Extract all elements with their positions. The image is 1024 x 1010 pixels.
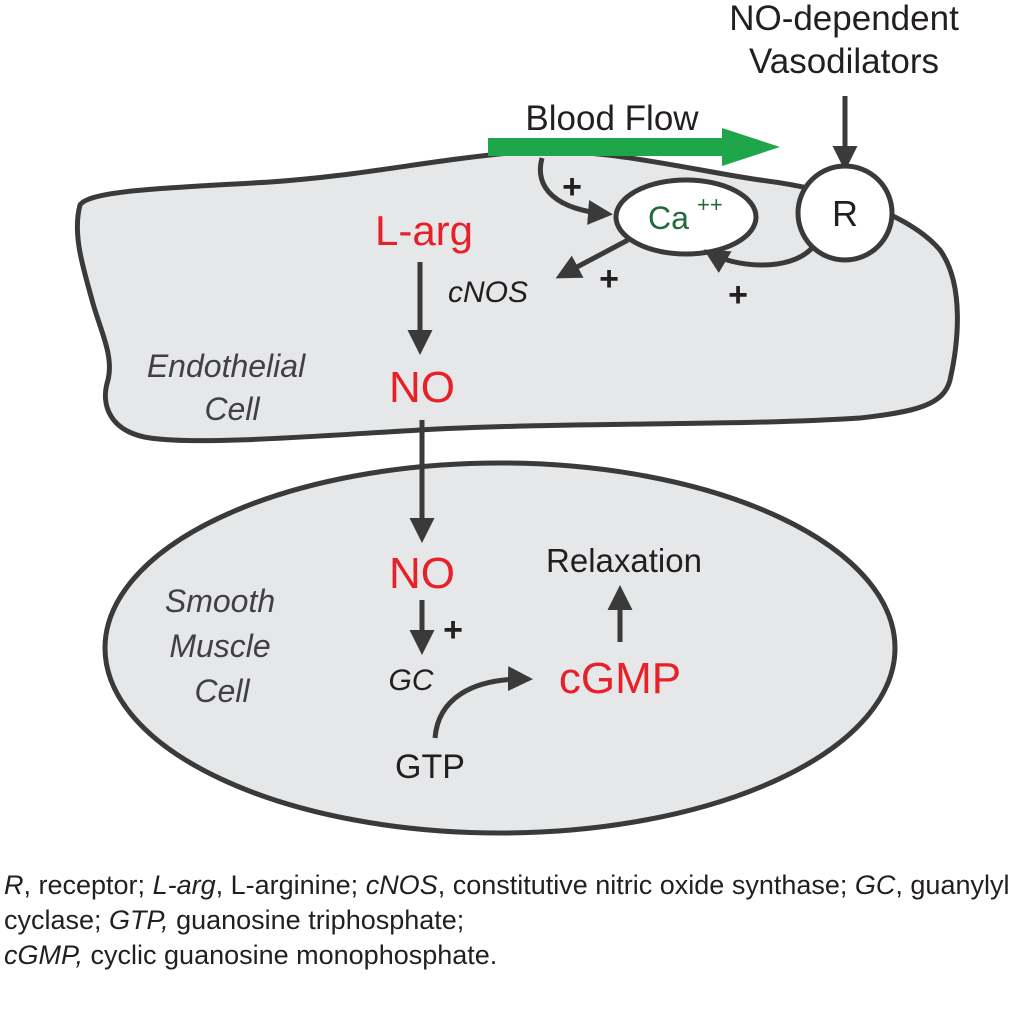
l-arg-label: L-arg bbox=[375, 207, 473, 254]
gc-label: GC bbox=[389, 664, 434, 697]
plus-no-gc: + bbox=[443, 611, 463, 649]
blood-flow-label: Blood Flow bbox=[525, 99, 699, 138]
endothelial-cell-label-line1: Endothelial bbox=[147, 348, 306, 384]
relaxation-label: Relaxation bbox=[546, 542, 702, 579]
plus-calcium-cnos: + bbox=[599, 260, 619, 298]
gtp-to-cgmp-arrow bbox=[432, 666, 533, 739]
plus-receptor-calcium: + bbox=[728, 276, 748, 314]
receptor-to-calcium-arrow bbox=[703, 246, 814, 273]
endothelial-cell-label-line2: Cell bbox=[204, 391, 260, 427]
caption-definition: , constitutive nitric oxide synthase; bbox=[437, 870, 855, 900]
smooth-muscle-label-line1: Smooth bbox=[165, 583, 275, 619]
vasodilators-label-line1: NO-dependent bbox=[729, 0, 959, 38]
smooth-muscle-label-line2: Muscle bbox=[169, 628, 270, 664]
caption-term: cGMP, bbox=[4, 940, 84, 970]
plus-flow-calcium: + bbox=[562, 168, 582, 206]
caption-definition: , guanylyl cyclase; bbox=[4, 870, 1010, 935]
no-signaling-diagram: NO-dependent Vasodilators Blood Flow R C… bbox=[74, 0, 960, 836]
cnos-label: cNOS bbox=[448, 276, 528, 309]
caption-term: GC bbox=[854, 870, 896, 900]
flow-to-calcium-arrow bbox=[538, 157, 613, 225]
receptor-circle bbox=[795, 163, 895, 263]
caption-definition: guanosine triphosphate; bbox=[168, 905, 465, 935]
calcium-ellipse bbox=[613, 177, 759, 257]
vasodilators-label-line2: Vasodilators bbox=[749, 42, 939, 81]
calcium-label: Ca bbox=[648, 200, 689, 236]
cgmp-label: cGMP bbox=[559, 654, 681, 703]
calcium-charge-label: ++ bbox=[697, 192, 723, 217]
caption-term: R bbox=[4, 870, 24, 900]
smooth-muscle-label-line3: Cell bbox=[194, 673, 250, 709]
caption-term: GTP, bbox=[109, 905, 169, 935]
figure-caption: R, receptor; L-arg, L-arginine; cNOS, co… bbox=[4, 868, 1014, 973]
no-endothelial-label: NO bbox=[389, 363, 455, 412]
caption-definition: cyclic guanosine monophosphate. bbox=[83, 940, 498, 970]
caption-term: cNOS bbox=[365, 870, 438, 900]
smooth-muscle-cell-shape bbox=[102, 460, 898, 836]
blood-flow-arrow bbox=[488, 128, 780, 166]
caption-definition: , L-arginine; bbox=[215, 870, 366, 900]
calcium-to-cnos-arrow bbox=[555, 237, 630, 279]
receptor-label: R bbox=[832, 193, 858, 234]
gtp-label: GTP bbox=[395, 748, 465, 786]
caption-term: L-arg bbox=[152, 870, 216, 900]
caption-definition: , receptor; bbox=[23, 870, 153, 900]
no-smooth-muscle-label: NO bbox=[389, 549, 455, 598]
